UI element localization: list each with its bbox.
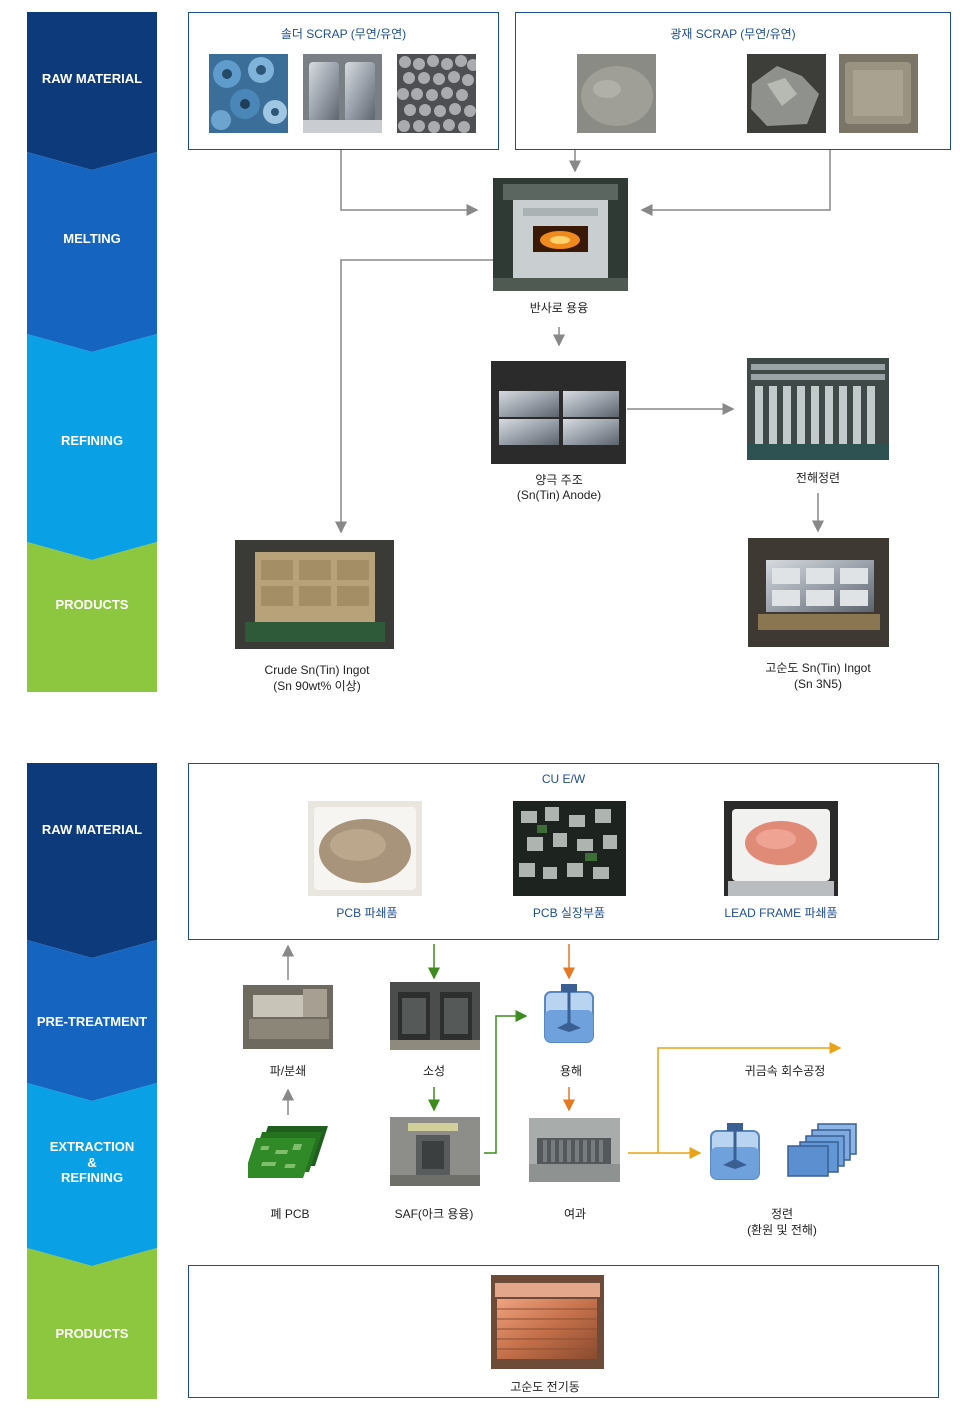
stage-raw-material-band <box>27 12 157 170</box>
pcb-crushed-label: PCB 파쇄품 <box>336 906 398 920</box>
tin-anode-photo <box>491 361 626 464</box>
ore-slag-photo <box>747 54 826 133</box>
refining-label-2: (환원 및 전해) <box>747 1223 817 1237</box>
stage-column-top <box>27 12 157 692</box>
dissolution-tank-icon <box>544 984 594 1043</box>
dissolution-label: 용해 <box>559 1064 583 1078</box>
waste-pcb-photo <box>248 1126 328 1178</box>
precious-metal-label: 귀금속 회수공정 <box>744 1064 826 1078</box>
stage-label-raw-material: RAW MATERIAL <box>41 71 143 86</box>
stage-raw-material-band-2 <box>27 763 157 958</box>
arrow-filter-to-precious <box>657 1042 842 1153</box>
stage-label-products: PRODUCTS <box>55 597 129 612</box>
electrolysis-cells-icon <box>787 1123 857 1177</box>
crushing-machine-photo <box>243 985 333 1049</box>
stage-label-products-2: PRODUCTS <box>55 1326 129 1341</box>
arrow-ore-right-to-furnace <box>640 150 831 216</box>
filtration-label: 여과 <box>563 1207 587 1221</box>
stage-label-pretreatment: PRE-TREATMENT <box>36 1014 148 1029</box>
ore-powder-photo <box>577 54 656 133</box>
stage-column-bottom <box>27 763 157 1399</box>
crude-ingot-label-1: Crude Sn(Tin) Ingot <box>264 663 370 677</box>
filter-press-photo <box>529 1118 620 1182</box>
arc-furnace-photo <box>390 1117 480 1186</box>
tin-flow-arrows <box>335 150 831 534</box>
lead-frame-crushed-photo <box>724 801 838 896</box>
waste-pcb-label: 폐 PCB <box>270 1207 310 1221</box>
furnace-label: 반사로 용융 <box>529 301 589 315</box>
stage-label-melting: MELTING <box>63 231 121 246</box>
stage-products-band-2 <box>27 1248 157 1399</box>
pure-ingot-label-1: 고순도 Sn(Tin) Ingot <box>765 661 871 675</box>
crude-tin-ingot-photo <box>235 540 394 649</box>
arrow-furnace-to-crude <box>335 259 493 534</box>
electro-refining-label: 전해정련 <box>795 471 841 485</box>
ore-scrap-title: 광재 SCRAP (무연/유연) <box>670 27 796 41</box>
solder-scrap-title: 솔더 SCRAP (무연/유연) <box>280 27 407 41</box>
stage-label-raw-material-2: RAW MATERIAL <box>41 822 143 837</box>
stage-label-refining: REFINING <box>60 433 124 448</box>
ore-dross-photo <box>839 54 918 133</box>
copper-cathode-photo <box>491 1275 604 1369</box>
stage-label-ampersand: & <box>87 1155 97 1170</box>
stage-melting-band <box>27 152 157 352</box>
stage-extraction-band <box>27 1083 157 1266</box>
stage-label-extraction: EXTRACTION <box>49 1139 135 1154</box>
solder-wire-photo <box>303 54 382 133</box>
pcb-crushed-photo <box>308 801 422 896</box>
pure-ingot-label-2: (Sn 3N5) <box>793 677 843 691</box>
solder-spools-photo <box>209 54 288 133</box>
copper-flow-arrows <box>282 944 842 1159</box>
refining-tank-icon <box>710 1123 760 1180</box>
anode-label-2: (Sn(Tin) Anode) <box>516 488 602 502</box>
roasting-label: 소성 <box>422 1064 446 1078</box>
pure-tin-ingot-photo <box>748 538 889 647</box>
anode-label-1: 양극 주조 <box>535 473 583 487</box>
arrow-solder-to-furnace <box>340 150 479 216</box>
pcb-components-photo <box>513 801 626 896</box>
cu-ew-title: CU E/W <box>541 772 586 786</box>
stage-products-band <box>27 542 157 692</box>
stage-refining-band <box>27 334 157 560</box>
pcb-components-label: PCB 실장부품 <box>532 906 606 920</box>
reverberatory-furnace-photo <box>493 178 628 291</box>
saf-label: SAF(아크 용융) <box>394 1207 474 1221</box>
lead-frame-label: LEAD FRAME 파쇄품 <box>724 906 838 920</box>
arrow-saf-to-dissolve <box>484 1010 528 1154</box>
electrolytic-refining-photo <box>747 358 889 460</box>
crushing-label: 파/분쇄 <box>269 1064 307 1078</box>
stage-pretreatment-band <box>27 940 157 1101</box>
copper-product-label: 고순도 전기동 <box>510 1380 580 1394</box>
solder-balls-photo <box>397 54 476 133</box>
stage-label-refining-2: REFINING <box>60 1170 124 1185</box>
crude-ingot-label-2: (Sn 90wt% 이상) <box>273 679 361 693</box>
refining-label-1: 정련 <box>770 1207 794 1221</box>
roasting-furnace-photo <box>390 982 480 1050</box>
